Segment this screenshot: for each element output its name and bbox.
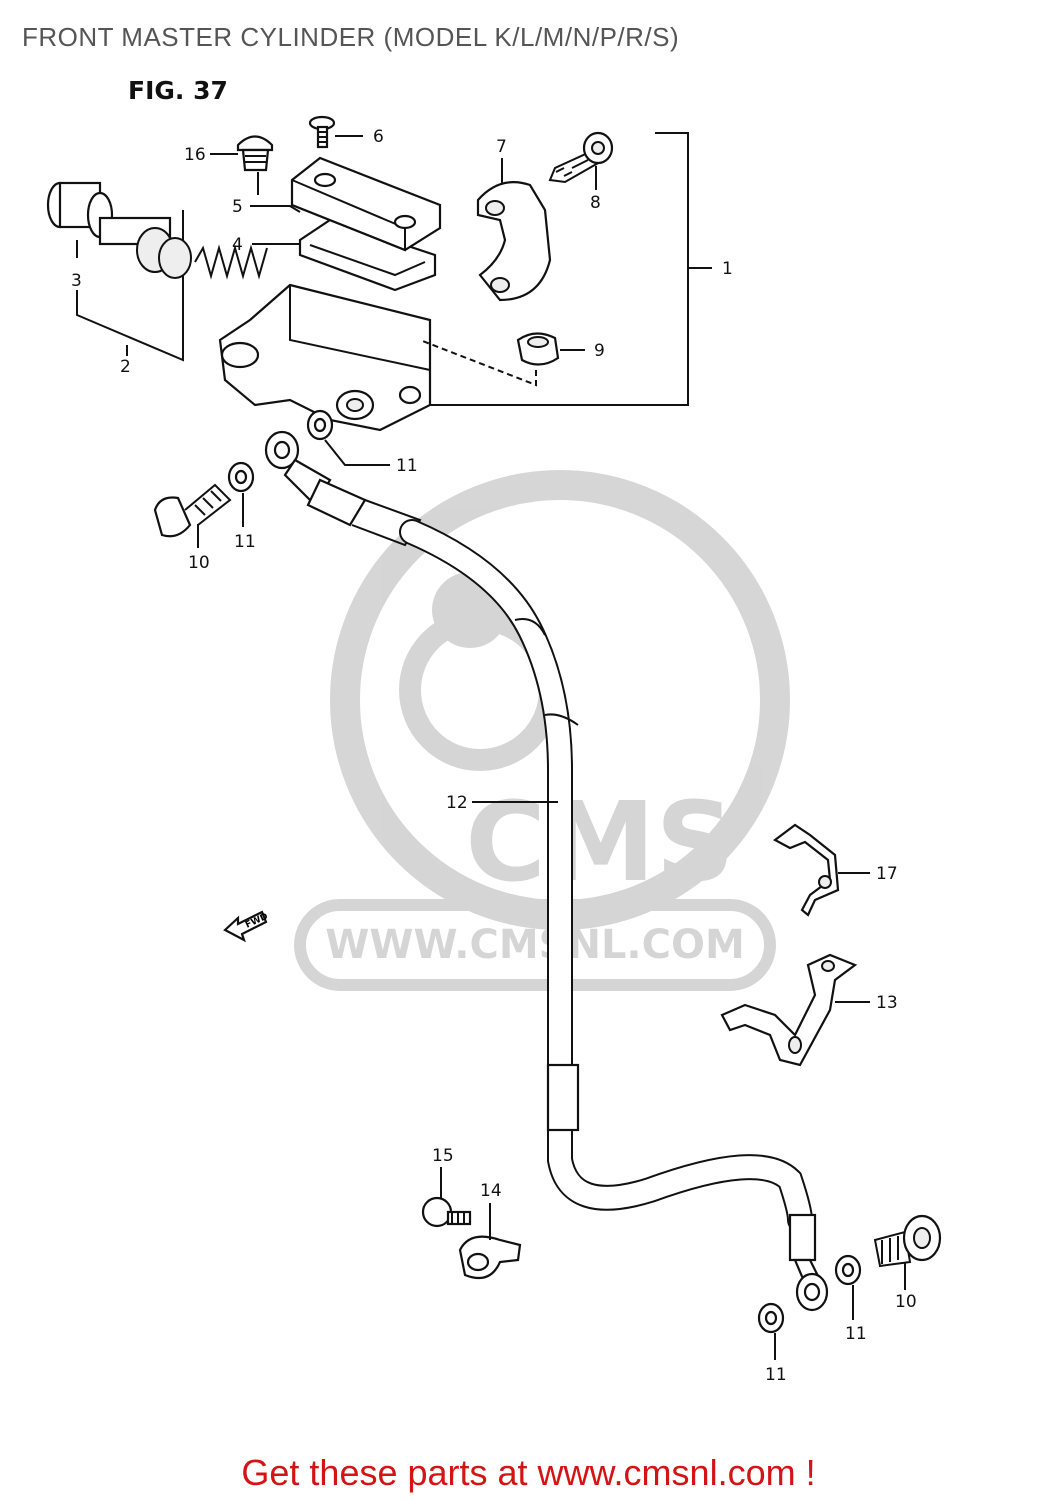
callout-14: 14 — [480, 1181, 502, 1201]
upper-washer-hole — [313, 417, 327, 433]
watermark-url: WWW.CMSNL.COM — [325, 922, 745, 968]
callout-10-upper: 10 — [188, 553, 210, 573]
figure-label: FIG. 37 — [128, 76, 228, 105]
callout-5: 5 — [232, 197, 243, 217]
callout-11-washer: 11 — [234, 532, 256, 552]
callout-1: 1 — [722, 259, 733, 279]
callout-12: 12 — [446, 793, 468, 813]
callout-10-lower: 10 — [895, 1292, 917, 1312]
footer-banner: Get these parts at www.cmsnl.com ! — [0, 1452, 1057, 1494]
callout-17: 17 — [876, 864, 898, 884]
callout-3: 3 — [71, 271, 82, 291]
clamp-screw-part — [421, 1196, 472, 1228]
hose-clip-part — [772, 823, 840, 917]
leader-11-upper — [324, 439, 390, 466]
brake-hose-part — [264, 430, 829, 1312]
lower-washer-part-a-hole — [841, 1262, 855, 1278]
clamp-bolt-part — [548, 131, 614, 184]
cap-plug-part — [236, 135, 274, 172]
callout-9: 9 — [594, 341, 605, 361]
assembly-bracket-2 — [76, 210, 184, 362]
get-parts-link[interactable]: Get these parts at www.cmsnl.com ! — [241, 1452, 816, 1493]
handlebar-clamp-part — [476, 181, 552, 302]
hose-bracket-part — [720, 953, 858, 1067]
piston-assembly-part — [46, 181, 268, 280]
rubber-boot-part — [516, 332, 560, 366]
callout-16: 16 — [184, 145, 206, 165]
cap-screw-part — [308, 115, 336, 149]
callout-13: 13 — [876, 993, 898, 1013]
lower-washer-part-b-hole — [764, 1310, 778, 1326]
hose-clamp-part — [458, 1235, 522, 1280]
upper-banjo-bolt-part — [153, 483, 232, 538]
lower-banjo-bolt-part — [873, 1214, 942, 1268]
washer-part-a-hole — [234, 469, 248, 485]
callout-15: 15 — [432, 1146, 454, 1166]
callout-11-lower-a: 11 — [845, 1324, 867, 1344]
page-title: FRONT MASTER CYLINDER (MODEL K/L/M/N/P/R… — [22, 22, 680, 52]
watermark-brand: CMS — [465, 778, 734, 906]
assembly-bracket-1 — [420, 132, 689, 406]
master-cylinder-body — [218, 283, 432, 432]
cms-watermark: CMS WWW.CMSNL.COM — [294, 470, 790, 991]
callout-11-upper: 11 — [396, 456, 418, 476]
callout-8: 8 — [590, 193, 601, 213]
callout-6: 6 — [373, 127, 384, 147]
callout-4: 4 — [232, 235, 243, 255]
callout-7: 7 — [496, 137, 507, 157]
reservoir-cap-part — [290, 156, 442, 252]
callout-11-lower-b: 11 — [765, 1365, 787, 1385]
leader-5 — [250, 205, 301, 213]
callout-2: 2 — [120, 357, 131, 377]
forward-arrow-icon: FWD — [223, 910, 270, 943]
leader-9b — [419, 339, 537, 387]
